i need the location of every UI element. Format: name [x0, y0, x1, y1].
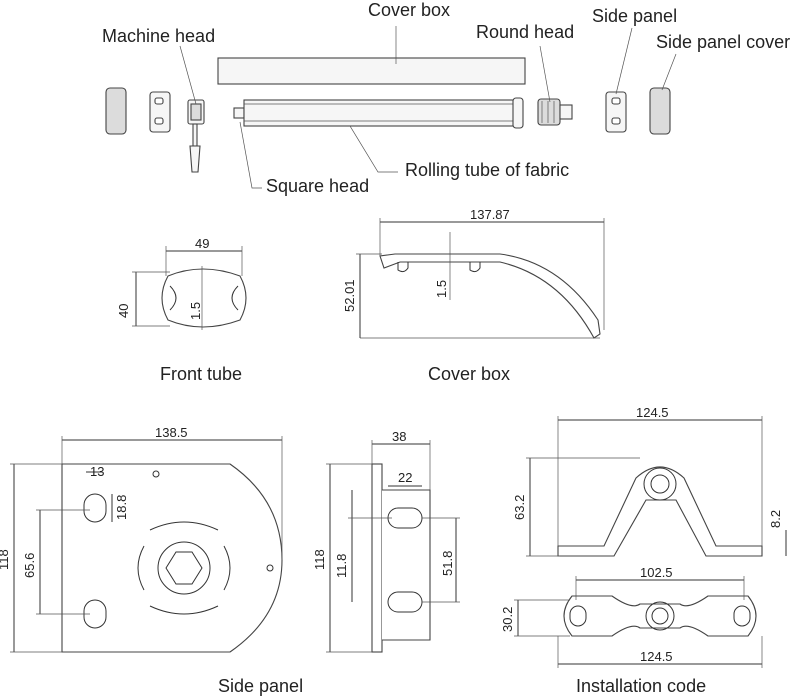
front-tube-drawing: 49 40 1.5 Front tube — [116, 236, 247, 384]
side-view-offset: 11.8 — [334, 554, 349, 578]
bracket-inner-width: 102.5 — [640, 565, 673, 580]
side-panel-hole-spacing: 65.6 — [22, 553, 37, 578]
machine-head-part — [187, 99, 205, 173]
side-panel-caption: Side panel — [218, 676, 303, 696]
side-view-height: 118 — [312, 549, 327, 570]
cover-box-inner: 1.5 — [434, 280, 449, 298]
side-panel-width: 138.5 — [155, 425, 188, 440]
rolling-tube-part — [233, 97, 524, 129]
rolling-tube-label: Rolling tube of fabric — [405, 160, 569, 180]
front-tube-width: 49 — [195, 236, 209, 251]
side-panel-cover-label: Side panel cover — [656, 32, 790, 52]
side-panel-height: 118 — [0, 549, 11, 570]
bracket-plan-height: 30.2 — [500, 607, 515, 632]
side-panel-front-drawing: 138.5 13 18.8 65.6 118 Side panel — [0, 425, 303, 696]
cover-box-caption: Cover box — [428, 364, 510, 384]
bracket-bottom-width: 124.5 — [640, 649, 673, 664]
bracket-foot: 8.2 — [768, 510, 783, 528]
bracket-height: 63.2 — [512, 495, 527, 520]
front-tube-inner: 1.5 — [188, 302, 203, 320]
round-head-part — [537, 98, 573, 126]
side-panel-side-drawing: 38 22 118 11.8 51.8 — [312, 429, 460, 653]
right-side-panel — [605, 91, 627, 133]
side-panel-hole-width: 13 — [90, 464, 104, 479]
front-tube-caption: Front tube — [160, 364, 242, 384]
right-side-panel-cover — [649, 87, 671, 135]
machine-head-label: Machine head — [102, 26, 215, 46]
square-head-label: Square head — [266, 176, 369, 196]
side-view-slot: 22 — [398, 470, 412, 485]
left-side-panel-cover — [105, 87, 127, 135]
side-panel-hole-height: 18.8 — [114, 495, 129, 520]
installation-drawing: 124.5 63.2 8.2 102.5 30.2 124.5 Installa… — [500, 405, 787, 696]
cover-box-label: Cover box — [368, 0, 450, 20]
side-view-spacing: 51.8 — [440, 551, 455, 576]
cover-box-height: 52.01 — [342, 279, 357, 312]
installation-caption: Installation code — [576, 676, 706, 696]
bracket-top-width: 124.5 — [636, 405, 669, 420]
cover-box-drawing: 137.87 52.01 1.5 Cover box — [342, 207, 605, 384]
round-head-label: Round head — [476, 22, 574, 42]
exploded-view: Machine head Cover box Round head Side p… — [102, 0, 790, 196]
cover-box-part — [217, 57, 526, 85]
cover-box-width: 137.87 — [470, 207, 510, 222]
front-tube-height: 40 — [116, 304, 131, 318]
side-panel-label: Side panel — [592, 6, 677, 26]
side-view-width: 38 — [392, 429, 406, 444]
